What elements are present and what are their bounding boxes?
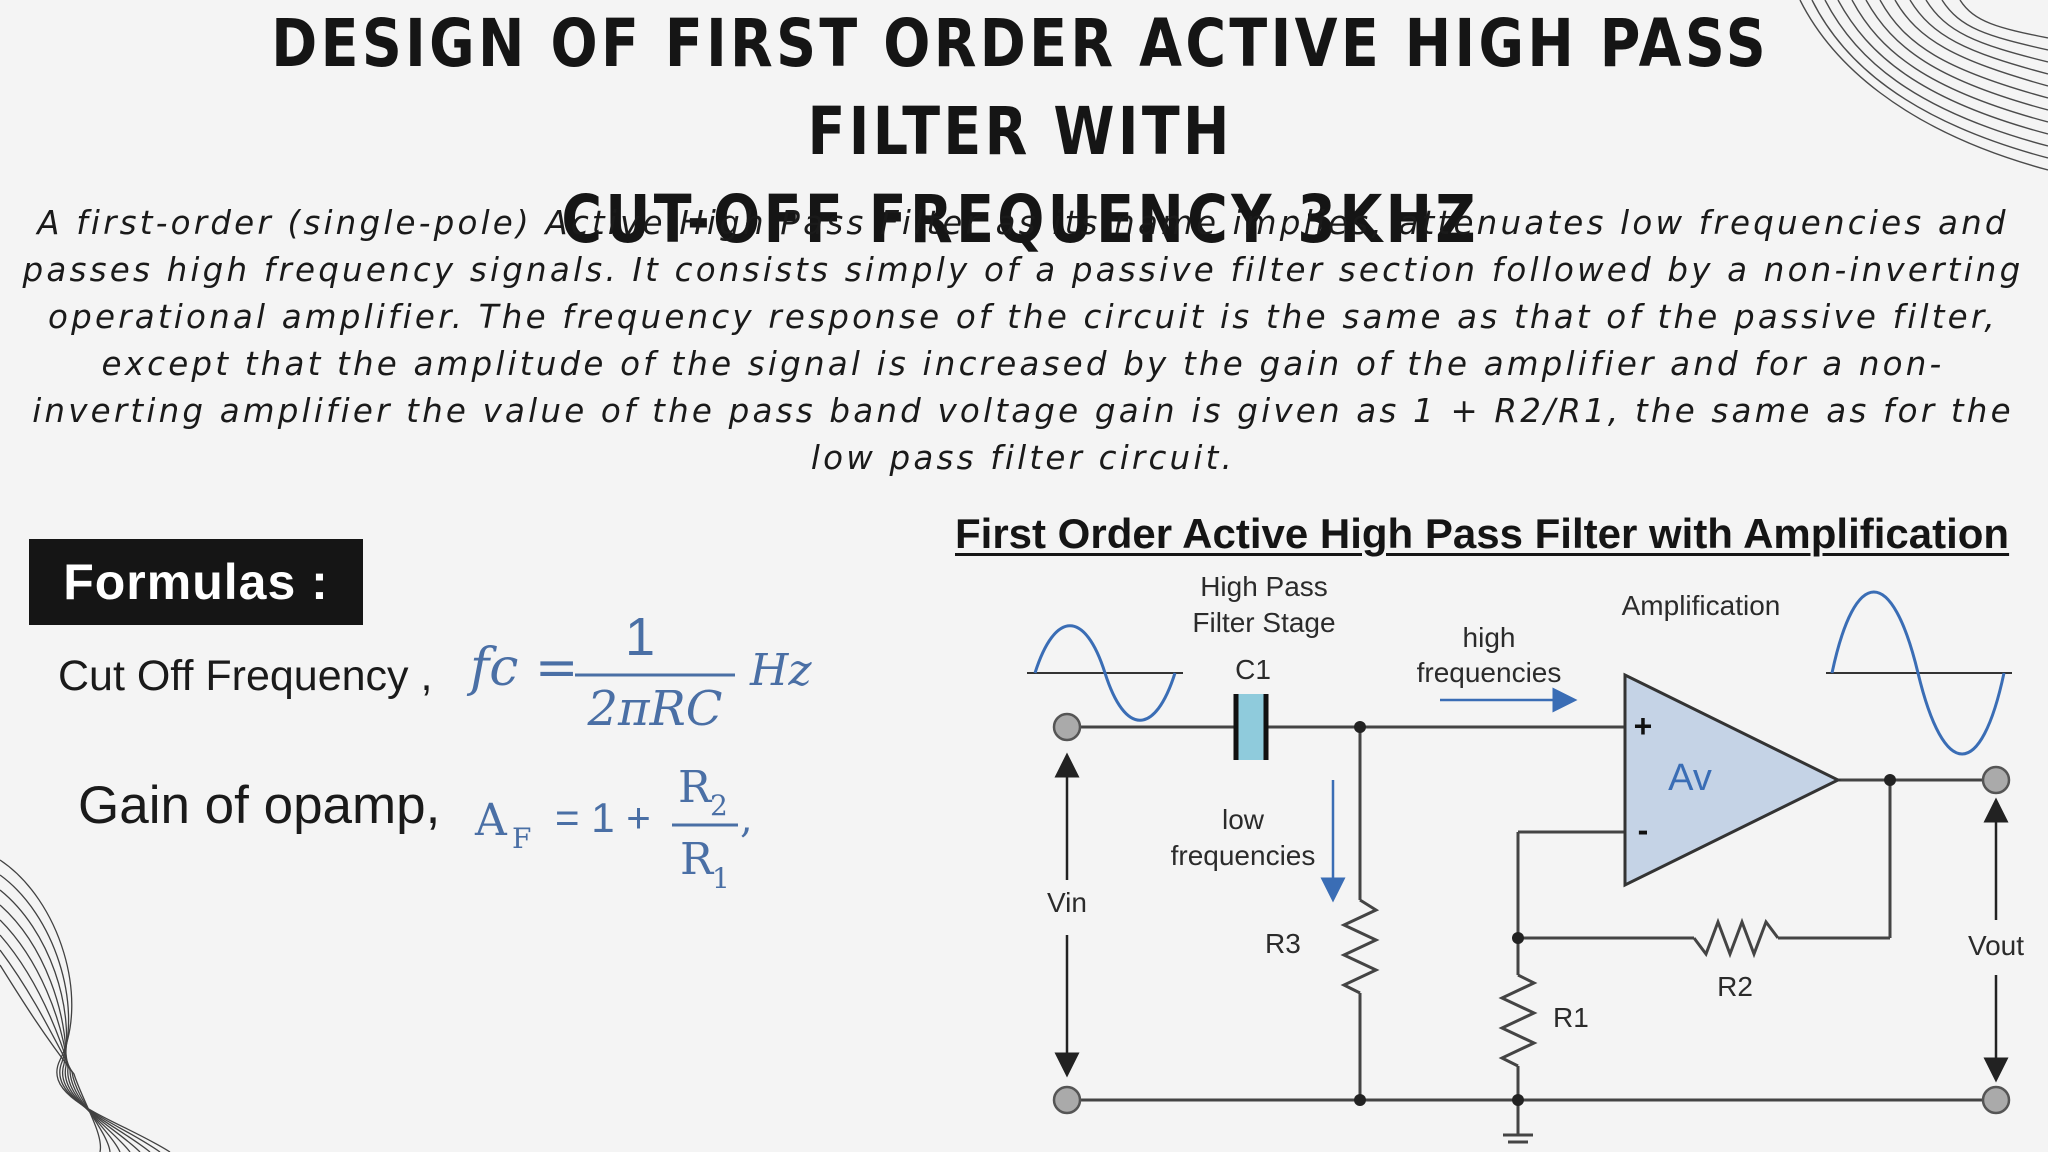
output-sine-wave bbox=[1826, 590, 2012, 756]
gain-equals-one-plus: = 1 + bbox=[555, 794, 651, 841]
cutoff-fc-symbol: fc = bbox=[466, 638, 578, 698]
diagram-title: First Order Active High Pass Filter with… bbox=[955, 510, 2010, 557]
label-high-frequencies-2: frequencies bbox=[1417, 657, 1562, 688]
capacitor-c1 bbox=[1233, 694, 1269, 760]
gain-lhs: A bbox=[474, 795, 508, 846]
gain-denominator-sub: 1 bbox=[712, 862, 730, 895]
label-plus: + bbox=[1634, 708, 1653, 744]
label-minus: - bbox=[1638, 812, 1649, 848]
vin-terminal-top bbox=[1052, 712, 1082, 742]
vout-terminal-top bbox=[1981, 765, 2011, 795]
cutoff-numerator: 1 bbox=[625, 607, 655, 667]
label-amplification: Amplification bbox=[1622, 590, 1781, 621]
page-title-line-1: DESIGN OF FIRST ORDER ACTIVE HIGH PASS F… bbox=[271, 5, 1770, 170]
gain-comma: , bbox=[740, 796, 753, 842]
label-r1: R1 bbox=[1553, 1002, 1589, 1033]
op-amp-triangle bbox=[1623, 672, 1842, 888]
label-vout: Vout bbox=[1968, 930, 2024, 961]
input-sine-wave bbox=[1027, 624, 1183, 722]
cutoff-denominator: 2πRC bbox=[587, 681, 723, 737]
gain-label: Gain of opamp, bbox=[78, 776, 441, 835]
gain-denominator: R bbox=[680, 834, 715, 885]
gain-lhs-sub: F bbox=[512, 822, 531, 855]
page-title: DESIGN OF FIRST ORDER ACTIVE HIGH PASS F… bbox=[160, 0, 1880, 264]
label-high-frequencies-1: high bbox=[1463, 622, 1516, 653]
gain-numerator-sub: 2 bbox=[710, 789, 728, 822]
label-av: Av bbox=[1668, 757, 1712, 799]
cutoff-frequency-label: Cut Off Frequency , bbox=[58, 652, 433, 700]
vout-terminal-bottom bbox=[1981, 1085, 2011, 1115]
intro-paragraph: A first-order (single-pole) Active High … bbox=[22, 204, 2024, 477]
vin-terminal-bottom bbox=[1052, 1085, 1082, 1115]
gain-numerator: R bbox=[678, 762, 713, 813]
label-r2: R2 bbox=[1717, 971, 1753, 1002]
label-high-pass-2: Filter Stage bbox=[1192, 607, 1335, 638]
cutoff-unit: Hz bbox=[749, 645, 812, 696]
label-r3: R3 bbox=[1265, 928, 1301, 959]
label-low-frequencies-2: frequencies bbox=[1171, 840, 1316, 871]
label-high-pass-1: High Pass bbox=[1200, 571, 1328, 602]
label-vin: Vin bbox=[1047, 887, 1087, 918]
page-title-line-2: CUT-OFF FREQUENCY 3KHZ bbox=[561, 181, 1479, 258]
formulas-heading: Formulas : bbox=[29, 539, 363, 625]
label-low-frequencies-1: low bbox=[1222, 804, 1265, 835]
label-c1: C1 bbox=[1235, 654, 1271, 685]
